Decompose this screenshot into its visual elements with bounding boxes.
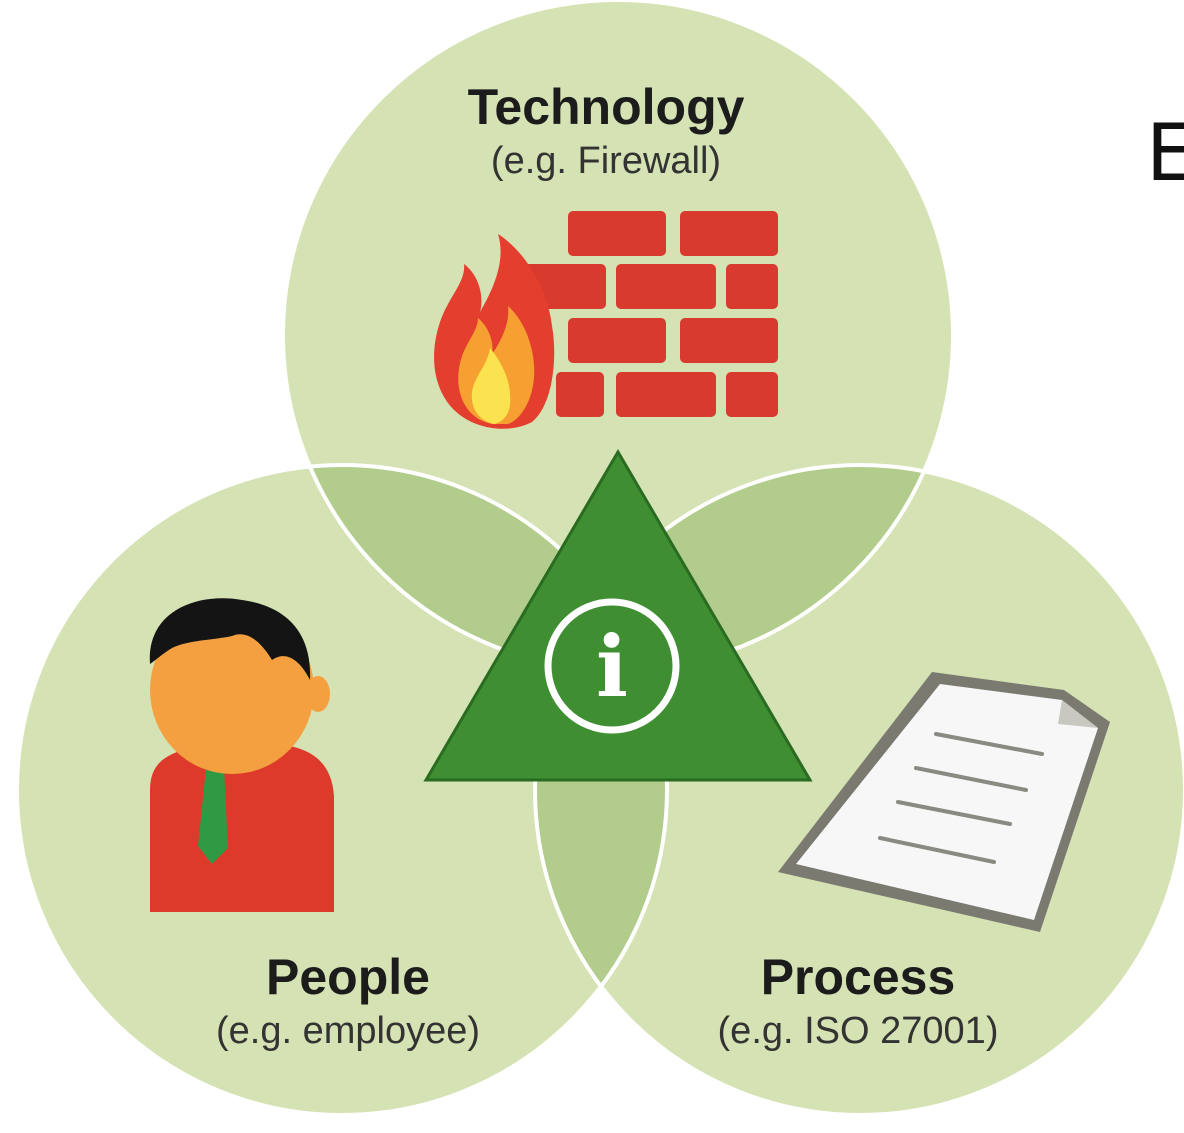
process-circle-outline [533,463,1184,1117]
information-icon [544,598,680,734]
process-title: Process [761,949,956,1005]
technology-example: (e.g. Firewall) [491,140,721,182]
employee-icon [149,598,334,912]
overlap-technology-people [283,465,667,670]
process-example: (e.g. ISO 27001) [718,1010,999,1052]
cropped-edge-text: E [1146,109,1184,199]
shirt [150,746,334,912]
hair [149,598,311,680]
document-lines [878,732,1044,864]
people-example: (e.g. employee) [216,1010,480,1052]
information-glyph: i [596,617,628,716]
people-circle-outline [15,463,669,1117]
information-triangle: i [423,449,813,782]
document-icon [778,672,1110,932]
flame-icon [434,234,555,429]
firewall-icon [434,211,778,429]
tie [198,748,238,864]
ear [306,676,330,712]
people-title: People [266,949,430,1005]
technology-title: Technology [468,79,745,135]
